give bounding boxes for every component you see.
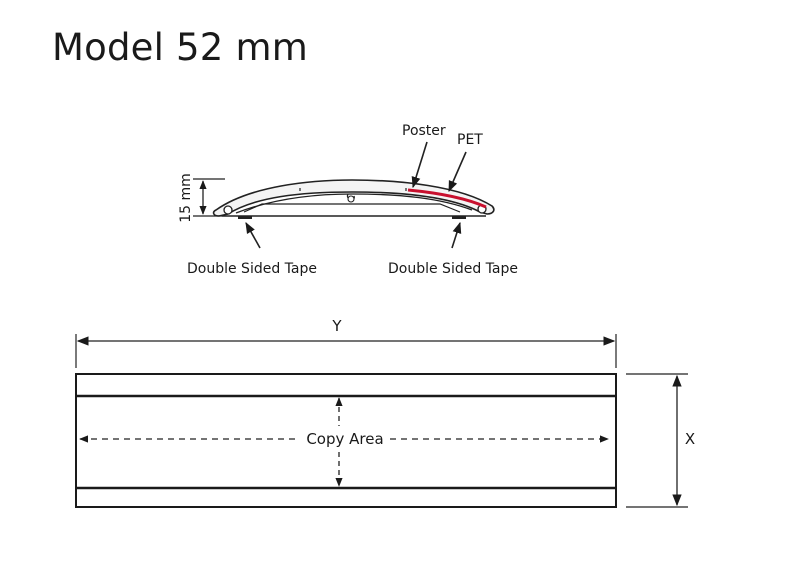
- x-label: X: [685, 430, 695, 448]
- copy-area-label: Copy Area: [306, 430, 383, 448]
- tape-right-label: Double Sided Tape: [388, 261, 518, 277]
- plan-width-dimension: Y: [75, 317, 617, 368]
- page-title: Model 52 mm: [52, 26, 308, 69]
- copy-area-dimensions: Copy Area: [79, 397, 609, 487]
- poster-label: Poster: [402, 123, 446, 139]
- profile-base-inner: [243, 203, 461, 213]
- profile-cross-section: [212, 179, 495, 219]
- profile-curl-left: [223, 205, 233, 215]
- plan-height-dimension: X: [626, 373, 695, 508]
- pet-label: PET: [457, 132, 483, 148]
- tape-pad-right: [452, 216, 466, 219]
- tape-left-label: Double Sided Tape: [187, 261, 317, 277]
- pet-insert: [407, 188, 487, 209]
- profile-center-hole: [347, 195, 355, 203]
- plan-frame: [75, 373, 617, 508]
- profile-callouts: Poster PET Double Sided Tape Double Side…: [187, 123, 518, 277]
- profile-height-dimension: 15 mm: [178, 173, 225, 223]
- profile-inner-line: [235, 193, 473, 214]
- width-label: Y: [331, 317, 342, 335]
- tape-pad-left: [238, 216, 252, 219]
- height-label: 15 mm: [178, 173, 194, 223]
